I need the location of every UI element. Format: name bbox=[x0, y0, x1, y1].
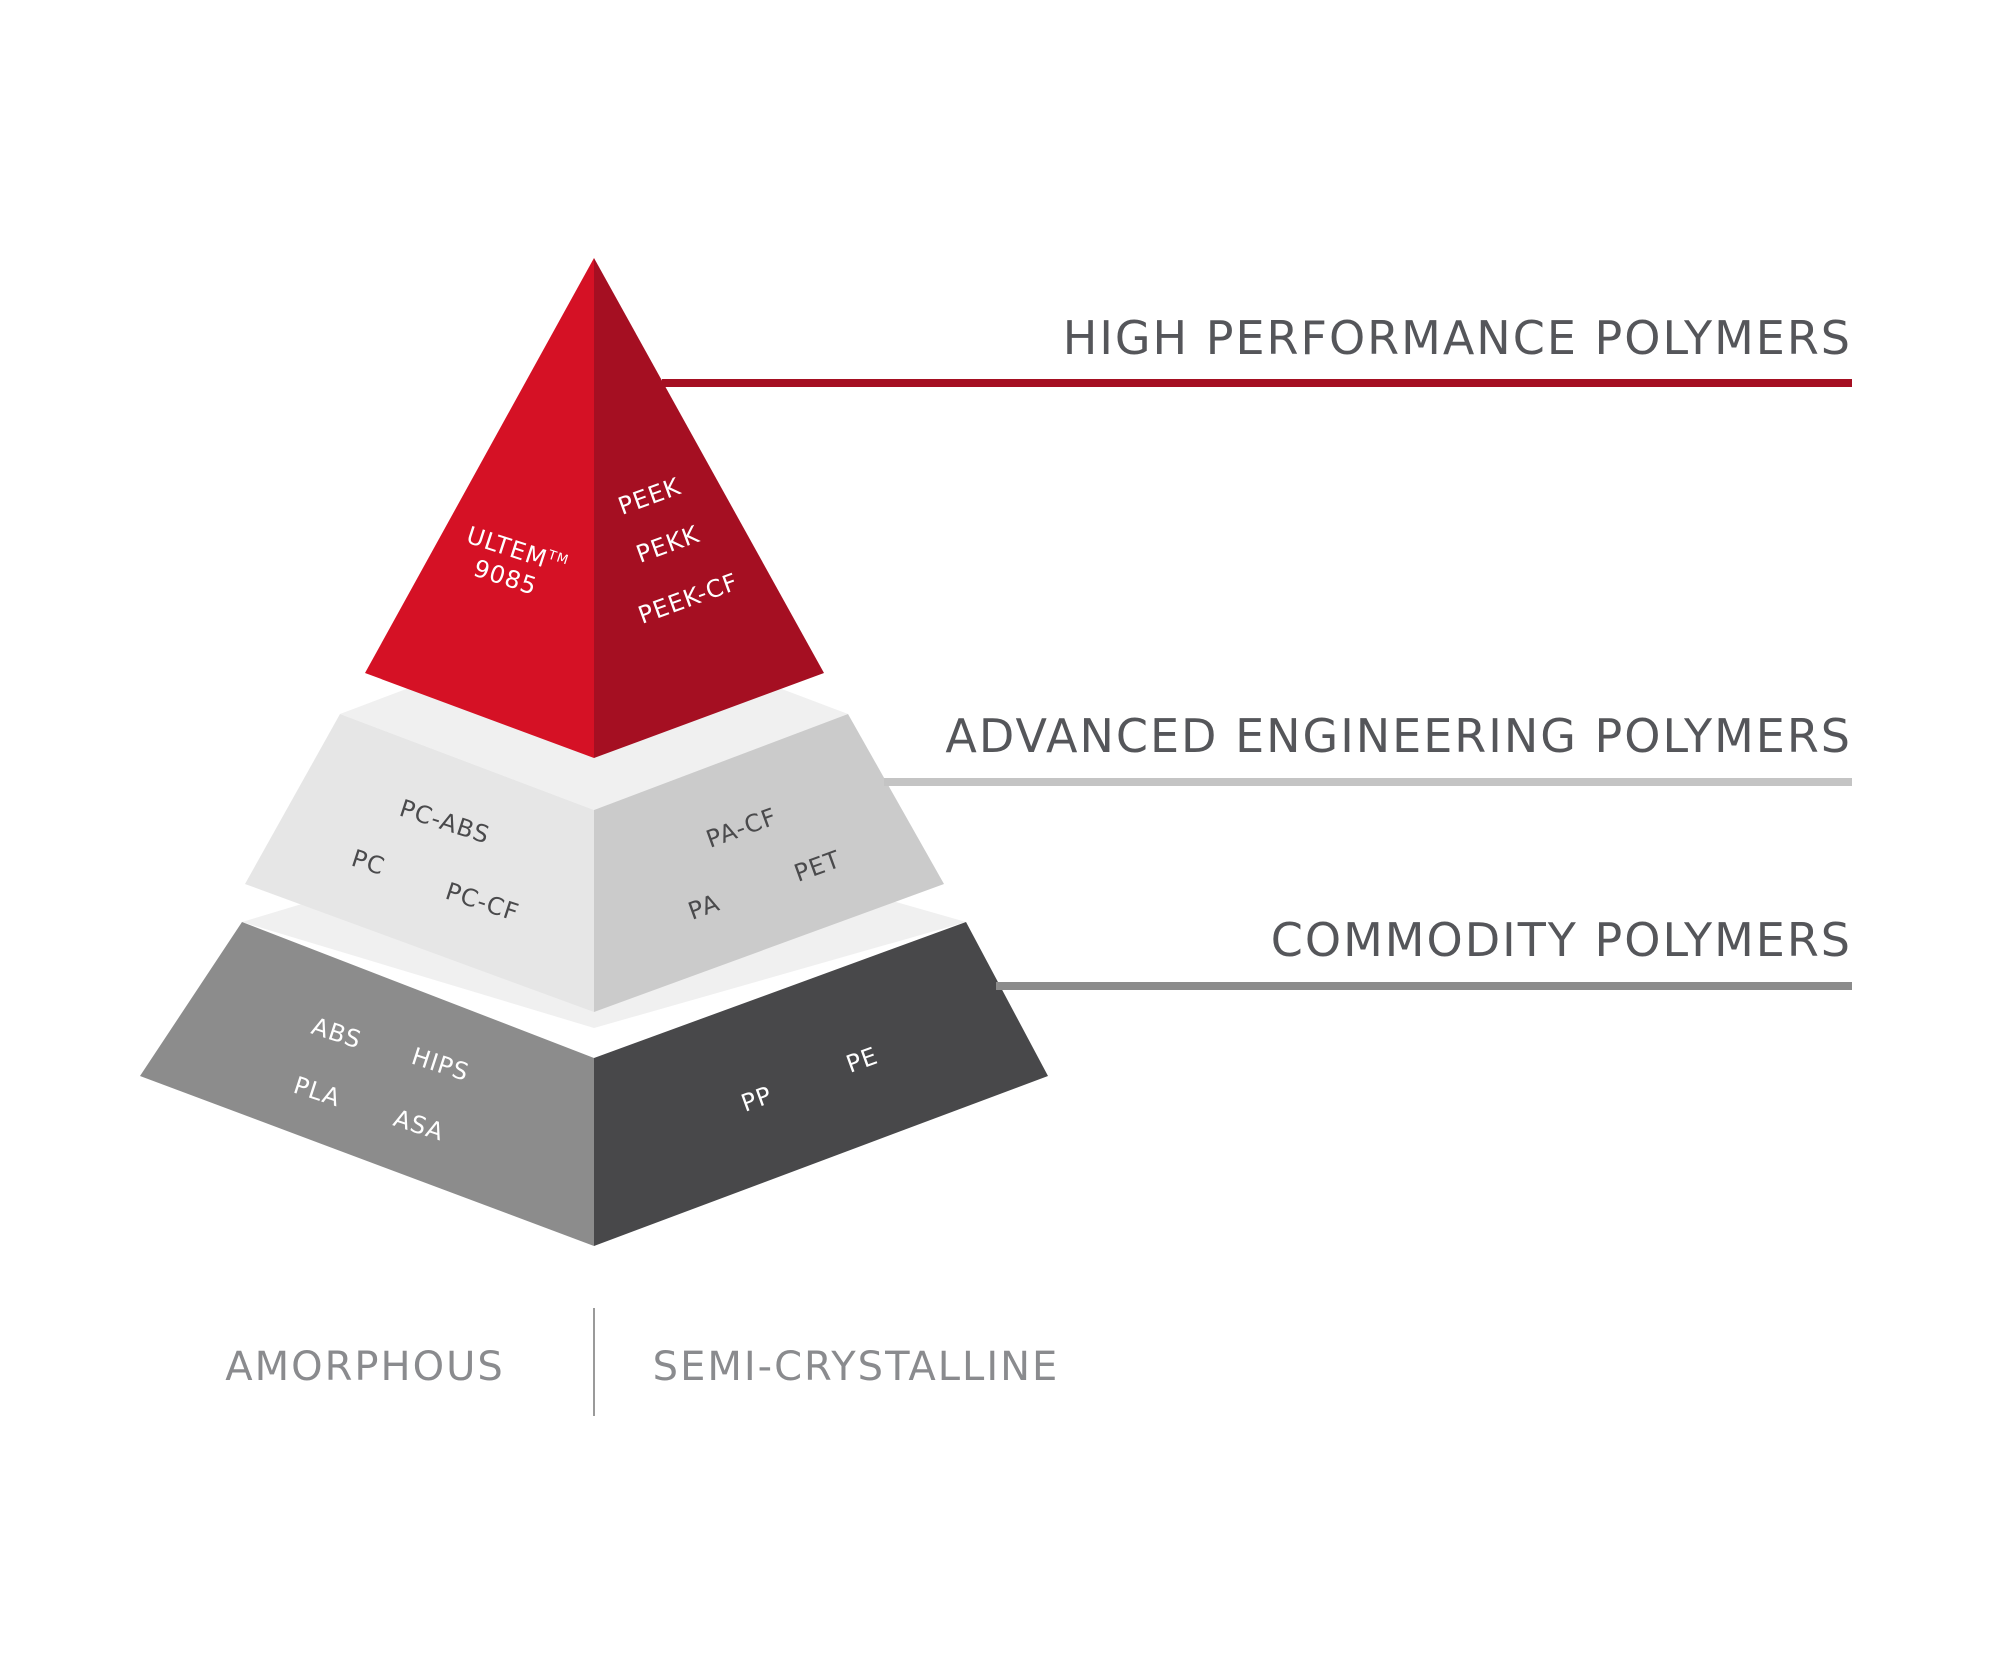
high-performance-semi-crystalline-face bbox=[594, 258, 824, 758]
commodity-amorphous-face bbox=[140, 922, 594, 1246]
advanced-amorphous-face bbox=[245, 714, 594, 1012]
axis-divider bbox=[593, 1308, 595, 1416]
commodity-leader-line bbox=[996, 982, 1852, 990]
high-performance-title: HIGH PERFORMANCE POLYMERS bbox=[1063, 311, 1852, 365]
commodity-semi-crystalline-face bbox=[594, 922, 1048, 1246]
advanced-semi-crystalline-face bbox=[594, 714, 944, 1012]
high-performance-tier bbox=[365, 258, 824, 758]
high-performance-amorphous-face bbox=[365, 258, 594, 758]
amorphous-axis-label: AMORPHOUS bbox=[225, 1344, 505, 1390]
high-performance-leader-line bbox=[662, 379, 1852, 387]
commodity-title: COMMODITY POLYMERS bbox=[1271, 913, 1852, 967]
semi-crystalline-axis-label: SEMI-CRYSTALLINE bbox=[653, 1344, 1060, 1390]
advanced-engineering-leader-line bbox=[884, 778, 1852, 786]
advanced-engineering-title: ADVANCED ENGINEERING POLYMERS bbox=[945, 709, 1852, 763]
